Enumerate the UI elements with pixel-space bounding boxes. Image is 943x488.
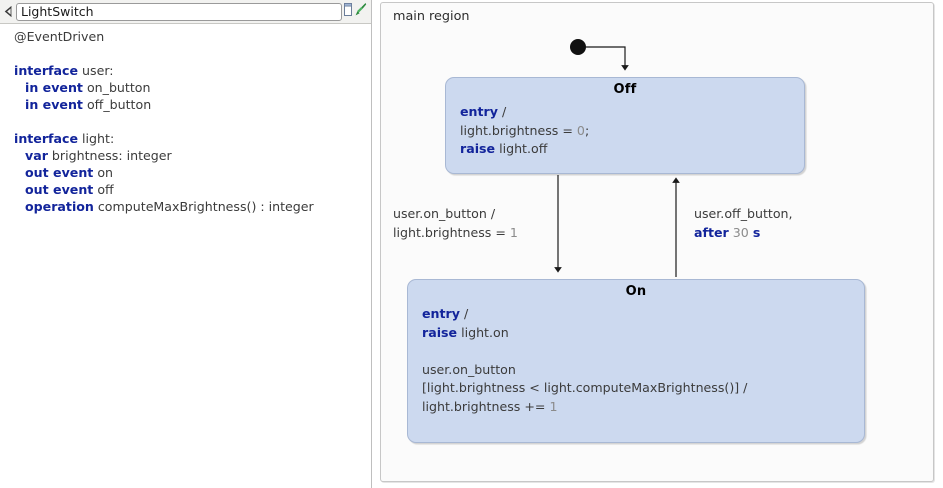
token: ; (584, 122, 590, 138)
token: 1 (549, 398, 558, 414)
token: var (25, 148, 48, 163)
diagram-canvas[interactable]: main region Off ent (372, 0, 943, 488)
token: after (694, 224, 729, 240)
state-off-off-entry: entry / (460, 103, 804, 122)
state-off-body: entry /light.brightness = 0;raise light.… (446, 97, 804, 159)
properties-view-icon[interactable] (343, 1, 354, 21)
token: user.off_button, (694, 206, 793, 221)
state-off-off-brightness: light.brightness = 0; (460, 122, 804, 141)
state-on-on-effect: light.brightness += 1 (422, 398, 864, 417)
transition-off-to-on-t1-l1: user.on_button / (393, 205, 518, 224)
statechart-name-input[interactable] (16, 2, 342, 21)
transition-on-to-off-t2-l1: user.off_button, (694, 205, 793, 224)
main-region-label: main region (393, 9, 470, 24)
token: light.off (495, 141, 548, 156)
token: computeMaxBrightness() : integer (93, 199, 314, 214)
token: user.on_button (422, 361, 516, 377)
state-off-title: Off (613, 82, 637, 97)
code-interface-user: interface user: (14, 62, 371, 79)
token: on_button (82, 80, 151, 95)
code-interface-light: interface light: (14, 130, 371, 147)
token: 0 (576, 122, 585, 138)
code-light-off: out event off (14, 181, 371, 198)
initial-state-node[interactable] (570, 39, 586, 55)
code-blank-2 (14, 113, 371, 130)
token: user: (78, 63, 114, 78)
code-light-operation: operation computeMaxBrightness() : integ… (14, 198, 371, 215)
code-light-brightness: var brightness: integer (14, 147, 371, 164)
token: entry (460, 104, 498, 119)
token: / (459, 306, 469, 321)
token: off_button (82, 97, 152, 112)
state-on-on-blank (422, 342, 864, 361)
code-user-off-button: in event off_button (14, 96, 371, 113)
definition-panel-header (0, 0, 371, 24)
token: @EventDriven (14, 29, 105, 44)
transition-on-to-off-t2-l2: after 30 s (694, 224, 793, 243)
token: user.on_button / (393, 206, 496, 221)
state-on-title: On (625, 284, 647, 299)
token: / (497, 104, 507, 119)
token: out event (25, 165, 94, 180)
main-region-container[interactable]: main region Off ent (380, 2, 934, 482)
token: [light.brightness < light.computeMaxBrig… (422, 380, 748, 395)
state-on-on-trigger: user.on_button (422, 361, 864, 380)
token: in event (25, 97, 83, 112)
token: brightness: integer (47, 148, 172, 163)
state-off[interactable]: Off entry /light.brightness = 0;raise li… (445, 77, 805, 174)
token: light: (78, 131, 115, 146)
code-user-on-button: in event on_button (14, 79, 371, 96)
token: light.on (457, 324, 509, 340)
token: interface (14, 63, 79, 78)
token: light.brightness = (460, 122, 577, 138)
initial-transition-arrow[interactable] (586, 46, 629, 71)
token: out event (25, 182, 94, 197)
state-off-off-raise: raise light.off (460, 140, 804, 159)
token: 1 (509, 224, 518, 240)
token: entry (422, 306, 460, 321)
token: s (752, 224, 761, 240)
transition-off-to-on-label[interactable]: user.on_button / light.brightness = 1 (393, 205, 518, 242)
code-light-on: out event on (14, 164, 371, 181)
token: 30 (732, 224, 749, 240)
token: raise (460, 141, 496, 156)
transition-off-to-on-t1-l2: light.brightness = 1 (393, 224, 518, 243)
code-blank-1 (14, 45, 371, 62)
token: operation (25, 199, 94, 214)
token: interface (14, 131, 79, 146)
token: light.brightness = (393, 224, 510, 240)
transition-on-to-off-label[interactable]: user.off_button,after 30 s (694, 205, 793, 242)
token: on (93, 165, 114, 180)
token: raise (422, 324, 458, 340)
collapse-left-triangle-icon[interactable] (2, 1, 15, 23)
token: light.brightness += (422, 398, 550, 414)
state-on-on-raise: raise light.on (422, 324, 864, 343)
state-on-on-entry: entry / (422, 305, 864, 324)
token: off (93, 182, 114, 197)
code-annotation: @EventDriven (14, 28, 371, 45)
token: in event (25, 80, 83, 95)
pin-editor-icon[interactable] (355, 1, 367, 20)
state-on-on-guard: [light.brightness < light.computeMaxBrig… (422, 379, 864, 398)
header-icon-group (343, 1, 369, 23)
